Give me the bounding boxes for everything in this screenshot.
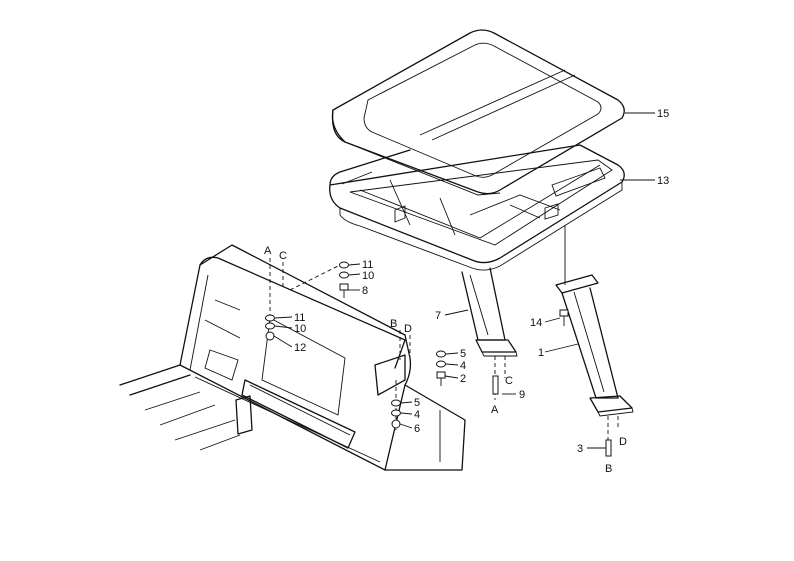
label-6: 6 — [414, 423, 420, 435]
label-4-right: 4 — [460, 360, 466, 372]
leader-lines — [273, 112, 655, 449]
label-10-left: 10 — [294, 323, 306, 335]
callout-labels: 15 13 7 14 1 9 3 A C B D A C B D 11 10 8… — [264, 108, 669, 475]
roof-frame — [329, 144, 625, 271]
label-5-lower: 5 — [414, 397, 420, 409]
label-15: 15 — [657, 108, 669, 120]
label-4-lower: 4 — [414, 409, 420, 421]
label-14: 14 — [530, 317, 542, 329]
label-11-top: 11 — [362, 259, 373, 271]
label-c-post: C — [505, 375, 513, 387]
label-13: 13 — [657, 175, 669, 187]
label-1: 1 — [538, 347, 544, 359]
cab-rear-panel — [119, 244, 466, 471]
label-d-post: D — [619, 436, 627, 448]
label-a-post: A — [491, 404, 499, 416]
label-9: 9 — [519, 389, 525, 401]
label-b-post: B — [605, 463, 612, 475]
label-b-cab: B — [390, 318, 397, 330]
label-3: 3 — [577, 443, 583, 455]
label-7: 7 — [435, 310, 441, 322]
label-a-cab: A — [264, 245, 272, 257]
label-10-top: 10 — [362, 270, 374, 282]
hardware — [265, 261, 612, 457]
support-post-7 — [461, 267, 518, 357]
support-post-1 — [555, 274, 634, 417]
alignment-lines — [269, 225, 619, 458]
label-11-left: 11 — [294, 312, 305, 324]
label-c-cab: C — [279, 250, 287, 262]
roof-panel — [331, 29, 625, 196]
label-d-cab: D — [404, 323, 412, 335]
label-2: 2 — [460, 373, 466, 385]
label-12: 12 — [294, 342, 306, 354]
label-8: 8 — [362, 285, 368, 297]
label-5-right: 5 — [460, 348, 466, 360]
